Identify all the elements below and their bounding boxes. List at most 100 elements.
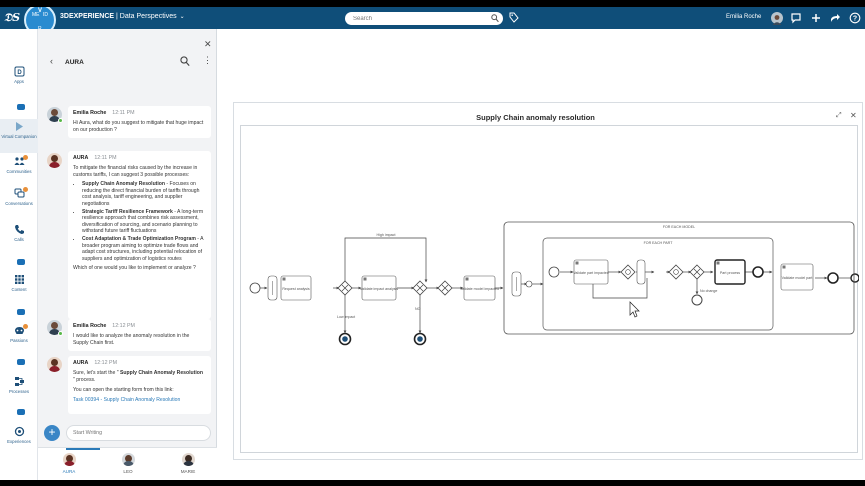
- group-label: FOR EACH PART: [644, 241, 674, 245]
- rail-item-label: Experiences: [7, 439, 31, 444]
- tag-icon[interactable]: [509, 12, 519, 23]
- message-time: 12:11 PM: [94, 155, 117, 161]
- process-description: - Focuses on reducing the direct financi…: [82, 181, 200, 207]
- message-author: AURA: [73, 155, 89, 161]
- rail-item-communities[interactable]: Communities: [0, 155, 38, 186]
- task-label: Validate model impacted: [460, 287, 499, 291]
- chat-title: AURA: [65, 59, 84, 66]
- ds-logo-icon[interactable]: 𝔇S: [4, 11, 21, 24]
- agent-tab-marie[interactable]: MARIE: [168, 451, 208, 479]
- top-bar: 𝔇S ME ID V R 3DEXPERIENCE | Data Perspec…: [0, 7, 865, 36]
- message-text: Which of one would you like to implement…: [73, 265, 196, 272]
- rail-item-label: Content: [11, 287, 27, 292]
- message-text: I would like to analyze the anomaly reso…: [73, 333, 190, 346]
- close-icon[interactable]: ✕: [850, 111, 857, 120]
- message-text: To mitigate the financial risks caused b…: [73, 165, 198, 178]
- chat-header: ‹ AURA ⋮: [38, 51, 217, 73]
- task-label: Validate model part: [782, 276, 813, 280]
- app-name: | Data Perspectives: [114, 13, 177, 20]
- message-text-bold: Supply Chain Anomaly Resolution: [118, 370, 203, 376]
- back-arrow-icon[interactable]: ‹: [50, 56, 53, 66]
- message-time: 12:12 PM: [112, 323, 135, 329]
- processes-icon: [15, 377, 24, 386]
- active-agent-indicator: [66, 448, 100, 450]
- rail-item-calls[interactable]: Calls: [0, 224, 38, 254]
- plus-icon[interactable]: [810, 12, 822, 24]
- avatar: [47, 357, 62, 372]
- message-text: Sure, let's start the " Supply Chain Ano…: [73, 370, 206, 383]
- task-label: Validate impact analysis: [360, 287, 398, 291]
- online-status-dot: [58, 331, 63, 336]
- rail-item-conversations[interactable]: Conversations: [0, 187, 38, 218]
- notification-dot: [23, 187, 28, 192]
- rail-item-label: Conversations: [5, 201, 33, 206]
- rail-item-label: Apps: [14, 79, 24, 84]
- chat-bubble-icon[interactable]: [790, 12, 802, 24]
- message-input[interactable]: [66, 425, 211, 441]
- rail-item-virtual-companion[interactable]: Virtual Companion: [0, 119, 38, 153]
- message-text-part: " process.: [73, 376, 96, 383]
- avatar: [121, 453, 135, 466]
- task-label: Validate part impacted: [573, 271, 609, 275]
- svg-text:D: D: [17, 70, 22, 76]
- chat-message: AURA 12:11 PM To mitigate the financial r…: [68, 151, 211, 319]
- rail-item-experiences[interactable]: Experiences: [0, 426, 38, 456]
- message-text: You can open the starting form from this…: [73, 387, 174, 394]
- compose-bar: +: [38, 421, 217, 445]
- rail-separator-badge: [17, 259, 25, 265]
- help-icon[interactable]: ?: [849, 12, 861, 24]
- rail-separator-badge: [17, 409, 25, 415]
- message-author: Emilia Roche: [73, 323, 107, 329]
- app-brand[interactable]: 3DEXPERIENCE | Data Perspectives⌄: [60, 13, 185, 20]
- edge-label: High impact: [377, 233, 396, 237]
- edge-label: NO: [415, 307, 421, 311]
- avatar: [62, 453, 76, 466]
- compass-quadrant-label: ME: [32, 12, 40, 18]
- passions-icon: [15, 327, 24, 334]
- avatar: [47, 153, 62, 168]
- rail-item-label: Processes: [8, 389, 30, 394]
- process-name: Strategic Tariff Resilience Framework: [82, 208, 173, 215]
- share-icon[interactable]: [829, 12, 841, 24]
- brand-name: 3DEXPERIENCE: [60, 13, 115, 20]
- agent-label: LEO: [123, 469, 133, 474]
- search-icon[interactable]: [180, 56, 190, 67]
- task-label: Part process: [720, 271, 740, 275]
- bpmn-canvas[interactable]: Request analysis Validate impact analysi…: [240, 125, 859, 453]
- close-icon[interactable]: ✕: [204, 39, 212, 49]
- process-diagram-panel: Supply Chain anomaly resolution ⤢ ✕: [233, 102, 863, 460]
- rail-item-content[interactable]: Content: [0, 274, 38, 304]
- chevron-down-icon: ⌄: [179, 14, 185, 20]
- task-label: Request analysis: [282, 287, 310, 291]
- task-link[interactable]: Task 00394 - Supply Chain Anomaly Resolu…: [73, 396, 181, 403]
- chat-message: Emilia Roche 12:12 PM I would like to ana…: [68, 319, 211, 351]
- app-window: 𝔇S ME ID V R 3DEXPERIENCE | Data Perspec…: [0, 7, 865, 480]
- search-input[interactable]: [353, 14, 483, 23]
- message-time: 12:12 PM: [94, 360, 117, 366]
- left-rail: D Apps Virtual Companion Communities Con…: [0, 29, 38, 480]
- rail-item-processes[interactable]: Processes: [0, 376, 38, 406]
- process-options-list: Supply Chain Anomaly Resolution - Focuse…: [82, 181, 206, 262]
- diagram-title: Supply Chain anomaly resolution: [476, 113, 595, 122]
- process-description: - A long-term resilience approach that c…: [82, 208, 204, 235]
- agent-switcher: AURA LEO MARIE: [38, 447, 217, 480]
- expand-icon[interactable]: ⤢: [836, 112, 842, 119]
- rail-item-passions[interactable]: Passions: [0, 324, 38, 355]
- compass-quadrant-label: ID: [43, 12, 48, 18]
- agent-tab-leo[interactable]: LEO: [108, 451, 148, 479]
- user-name[interactable]: Emilia Roche: [726, 14, 762, 20]
- rail-item-apps[interactable]: D Apps: [0, 66, 38, 96]
- search-icon[interactable]: [491, 14, 499, 23]
- compass-quadrant-label: V: [38, 8, 43, 14]
- agent-tab-aura[interactable]: AURA: [49, 451, 89, 479]
- add-attachment-button[interactable]: +: [44, 425, 60, 441]
- rail-item-label: Communities: [6, 169, 32, 174]
- message-author: Emilia Roche: [73, 110, 107, 116]
- more-vertical-icon[interactable]: ⋮: [203, 55, 212, 65]
- user-avatar[interactable]: [771, 12, 783, 25]
- conversations-icon: [14, 188, 25, 198]
- agent-label: MARIE: [180, 469, 196, 474]
- main-area: Supply Chain anomaly resolution ⤢ ✕: [217, 29, 865, 480]
